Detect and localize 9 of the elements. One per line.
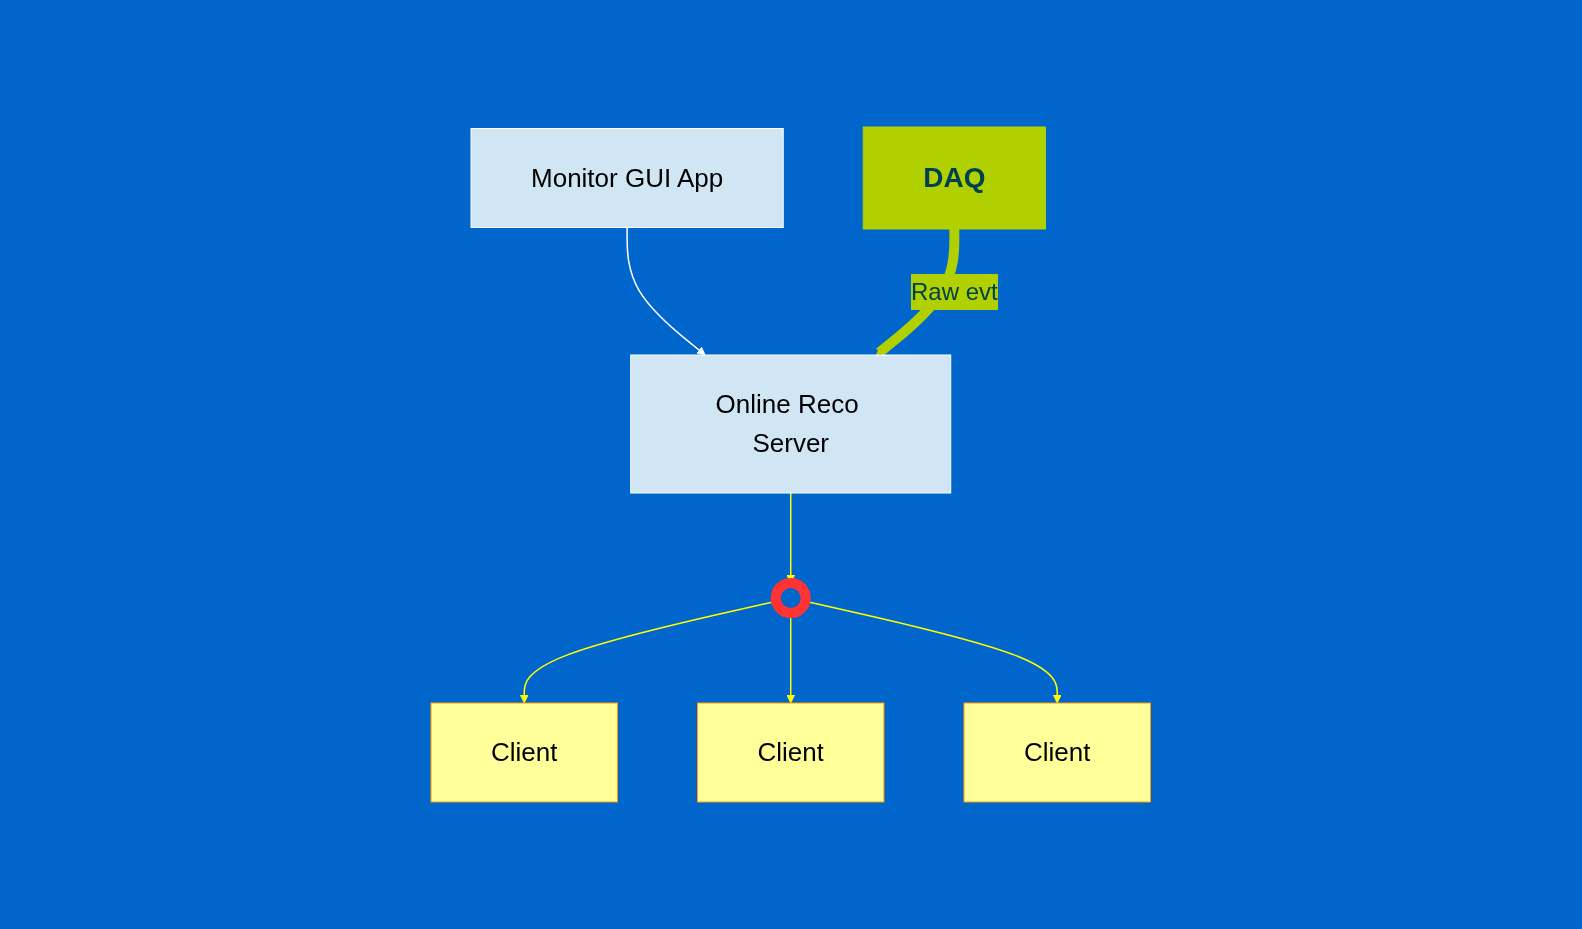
arrow bbox=[626, 226, 706, 356]
edge-label: Raw evt bbox=[911, 278, 998, 305]
node-box: DAQ bbox=[863, 126, 1047, 230]
node-box: Client bbox=[697, 702, 885, 803]
node-circle bbox=[771, 578, 811, 618]
node-box: Monitor GUI App bbox=[470, 128, 784, 228]
node-box: Client bbox=[430, 702, 619, 803]
node-box: Online Reco Server bbox=[630, 354, 952, 494]
node-box: Client bbox=[963, 702, 1152, 803]
